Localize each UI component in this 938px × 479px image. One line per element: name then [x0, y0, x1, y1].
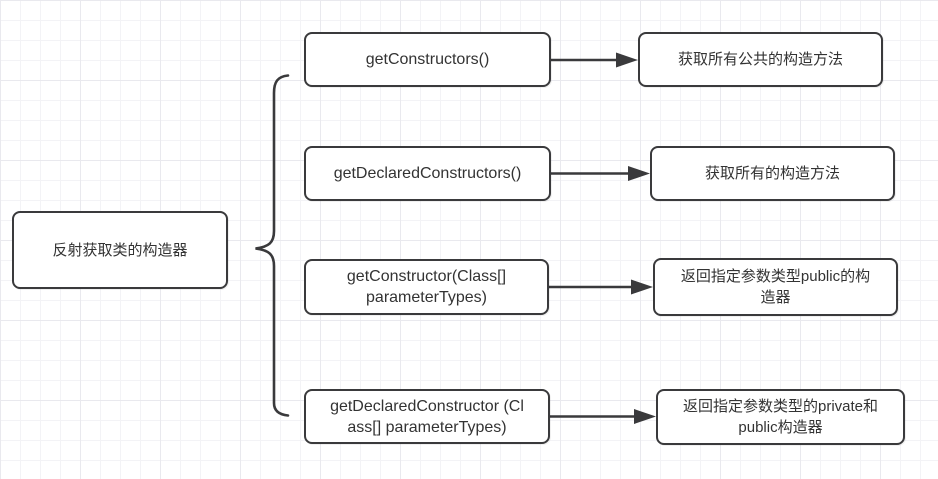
node-method-getdeclaredconstructors: getDeclaredConstructors()	[304, 146, 551, 201]
node-desc-getdeclaredconstructor: 返回指定参数类型的private和 public构造器	[656, 389, 905, 445]
node-label: ass[] parameterTypes)	[347, 418, 507, 436]
node-label: 获取所有公共的构造方法	[677, 51, 843, 68]
node-label: getConstructors()	[365, 51, 490, 68]
arrow	[549, 279, 653, 295]
node-label: public构造器	[738, 419, 823, 436]
node-label: 返回指定参数类型的private和	[682, 398, 879, 415]
node-method-getconstructor: getConstructor(Class[] parameterTypes)	[304, 259, 549, 315]
node-label: getDeclaredConstructors()	[333, 165, 522, 182]
node-label: parameterTypes)	[366, 289, 487, 306]
node-label: getDeclaredConstructor (Cl	[330, 397, 524, 415]
node-label: 获取所有的构造方法	[704, 165, 840, 182]
arrow	[550, 409, 656, 424]
arrow	[551, 166, 650, 181]
node-label: 返回指定参数类型public的构	[680, 268, 871, 285]
node-method-getconstructors: getConstructors()	[304, 32, 551, 87]
node-desc-getconstructors: 获取所有公共的构造方法	[638, 32, 883, 87]
node-desc-getdeclaredconstructors: 获取所有的构造方法	[650, 146, 895, 201]
node-root: 反射获取类的构造器	[12, 211, 228, 289]
arrow	[551, 52, 638, 68]
curly-brace-connector	[255, 74, 290, 417]
node-label: getConstructor(Class[]	[346, 268, 507, 285]
node-method-getdeclaredconstructor: getDeclaredConstructor (Cl ass[] paramet…	[304, 389, 550, 444]
node-label: 造器	[760, 289, 791, 306]
node-desc-getconstructor: 返回指定参数类型public的构 造器	[653, 258, 898, 316]
node-root-label: 反射获取类的构造器	[52, 241, 188, 259]
